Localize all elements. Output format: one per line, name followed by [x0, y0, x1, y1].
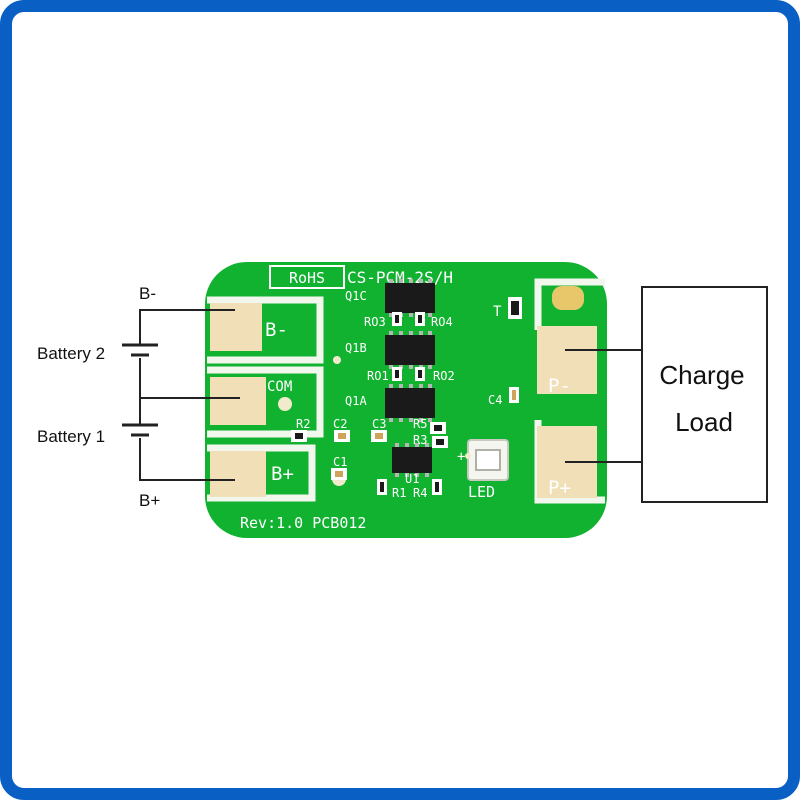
silk-frame-bminus [207, 296, 324, 364]
designator-c1: C1 [333, 455, 347, 469]
designator-ro2: RO2 [433, 369, 455, 383]
pad-thermistor [552, 286, 584, 310]
label-charge: Charge [659, 360, 744, 390]
label-b-minus: B- [139, 284, 156, 303]
rohs-box [269, 265, 345, 289]
pad-b-plus [210, 451, 266, 497]
designator-r1: R1 [392, 486, 406, 500]
load-wiring [565, 286, 768, 503]
designator-ro3: RO3 [364, 315, 386, 329]
designator-c2: C2 [333, 417, 347, 431]
designator-c4: C4 [488, 393, 502, 407]
designator-u1: U1 [405, 472, 419, 486]
pad-label-com: COM [267, 379, 292, 395]
designator-r2: R2 [296, 417, 310, 431]
pad-p-minus [537, 326, 597, 394]
mounting-hole-com [278, 397, 292, 411]
pad-label-p-minus: P- [548, 375, 571, 397]
designator-t: T [493, 304, 502, 320]
led-connector-socket [475, 449, 501, 471]
wire-b-minus [139, 309, 235, 345]
smd-components [291, 297, 522, 495]
led-via [465, 453, 471, 459]
silk-frame-pminus [534, 278, 605, 330]
designator-ro1: RO1 [367, 369, 389, 383]
designator-q1a: Q1A [345, 394, 367, 408]
chip-q1c [385, 283, 435, 313]
charge-load-box [641, 286, 768, 503]
via-upper [333, 356, 341, 364]
board-revision-text: Rev:1.0 PCB012 [240, 514, 366, 532]
label-b-plus: B+ [139, 491, 160, 510]
designator-q1b: Q1B [345, 341, 367, 355]
pad-com [210, 377, 266, 425]
wire-b-plus [139, 438, 235, 481]
component-designators: Q1C Q1B Q1A RO3 RO4 RO1 RO2 R2 C2 C3 R5 … [296, 289, 502, 501]
pad-label-b-minus: B- [265, 319, 288, 341]
chip-u1 [392, 447, 432, 473]
designator-r4: R4 [413, 486, 427, 500]
silk-frame-com [207, 366, 324, 438]
led-plus-mark: + [457, 449, 465, 465]
battery-wiring [122, 309, 240, 481]
designator-led: LED [468, 483, 495, 501]
designator-r3: R3 [413, 433, 427, 447]
mosfet-chips [385, 279, 435, 477]
pad-label-b-plus: B+ [271, 463, 294, 485]
rohs-text: RoHS [289, 269, 325, 287]
label-battery-2: Battery 2 [37, 344, 105, 363]
label-battery-1: Battery 1 [37, 427, 105, 446]
board-model-text: CS-PCM-2S/H [347, 268, 453, 287]
designator-ro4: RO4 [431, 315, 453, 329]
pad-label-p-plus: P+ [548, 477, 571, 499]
designator-c3: C3 [372, 417, 386, 431]
chip-q1b [385, 335, 435, 365]
designator-r5: R5 [413, 417, 427, 431]
silk-frame-bplus [207, 444, 316, 502]
label-load: Load [675, 407, 733, 437]
chip-q1a [385, 388, 435, 418]
designator-q1c: Q1C [345, 289, 367, 303]
